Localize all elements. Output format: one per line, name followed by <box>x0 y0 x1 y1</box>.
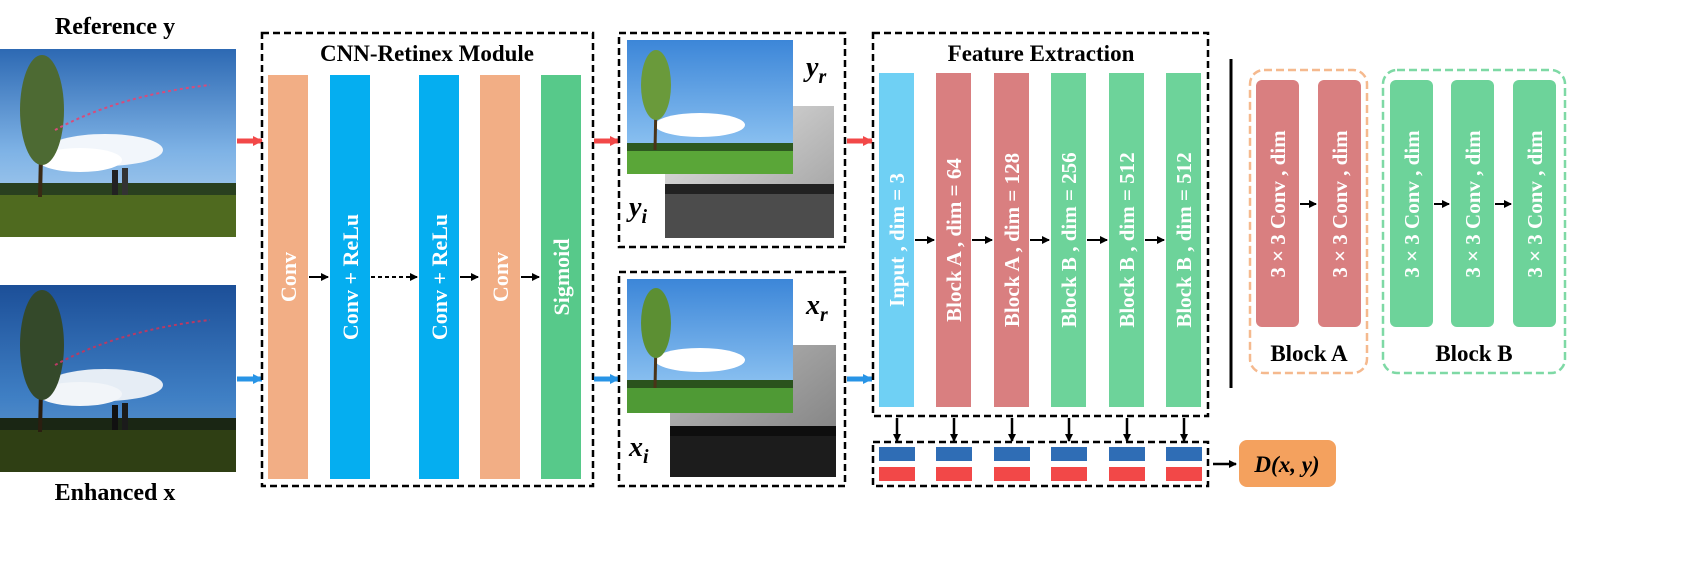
cnn-layer-1-label: Conv <box>276 252 301 302</box>
block-a-conv-2 <box>1318 80 1361 327</box>
cnn-layer-3 <box>419 75 459 479</box>
enhanced-photo <box>0 285 236 472</box>
x-illumination-sub: i <box>643 446 649 468</box>
fe-layer-5-label: Block B , dim = 512 <box>1115 152 1139 327</box>
feature-extraction-frame <box>871 31 1210 418</box>
reference-label: Reference y <box>55 14 175 40</box>
feature-extraction-title: Feature Extraction <box>948 41 1135 66</box>
y-reflectance-sub: r <box>818 66 826 88</box>
cnn-layer-4-label: Conv <box>488 252 513 302</box>
fe-layer-3-label: Block A , dim = 128 <box>1000 153 1024 327</box>
block-a-conv-2-label: 3 × 3 Conv , dim <box>1328 130 1352 278</box>
block-b-frame <box>1381 68 1567 375</box>
fe-layer-2 <box>936 73 971 407</box>
cnn-layer-4 <box>480 75 520 479</box>
x-illumination-symbol: x <box>628 432 643 463</box>
feature-bar-bottom-5 <box>1109 467 1145 481</box>
cnn-module-frame <box>260 31 595 488</box>
cnn-layers: Conv Conv + ReLu Conv + ReLu Conv Sigmoi… <box>268 75 581 479</box>
y-illumination-symbol: y <box>626 192 642 223</box>
feature-bars <box>879 447 1202 481</box>
block-b-conv-1-label: 3 × 3 Conv , dim <box>1400 130 1424 278</box>
block-a-conv-1-label: 3 × 3 Conv , dim <box>1266 130 1290 278</box>
y-reflectance-image <box>627 40 793 174</box>
fe-layer-3 <box>994 73 1029 407</box>
enhanced-label-text: Enhanced x <box>55 480 176 506</box>
fe-down-arrows <box>893 418 1188 442</box>
y-reflectance-symbol: y <box>803 52 819 83</box>
block-b-conv-2-label: 3 × 3 Conv , dim <box>1461 130 1485 278</box>
fe-layer-4-label: Block B , dim = 256 <box>1057 152 1081 327</box>
cnn-layer-1 <box>268 75 308 479</box>
cnn-module-title: CNN-Retinex Module <box>320 41 534 66</box>
block-b-conv-3 <box>1513 80 1556 327</box>
x-reflectance-sub: r <box>820 304 828 326</box>
fe-layers: Input , dim = 3 Block A , dim = 64 Block… <box>879 73 1201 407</box>
cnn-layer-5 <box>541 75 581 479</box>
feature-bar-top-3 <box>994 447 1030 461</box>
feature-bar-top-4 <box>1051 447 1087 461</box>
feature-bar-top-5 <box>1109 447 1145 461</box>
y-illumination-sub: i <box>641 206 647 228</box>
x-reflectance-symbol: x <box>805 290 820 321</box>
enhanced-label: Enhanced x <box>55 480 176 506</box>
feature-bar-top-6 <box>1166 447 1202 461</box>
block-b-label: Block B <box>1435 341 1512 366</box>
y-reflectance-label: yr <box>803 52 826 88</box>
block-b-conv-1 <box>1390 80 1433 327</box>
fe-layer-1-label: Input , dim = 3 <box>885 173 909 307</box>
feature-bar-bottom-4 <box>1051 467 1087 481</box>
feature-bar-top-1 <box>879 447 915 461</box>
reference-label-text: Reference y <box>55 14 175 40</box>
fe-layer-6 <box>1166 73 1201 407</box>
y-decomposition-frame <box>617 31 847 249</box>
cnn-layer-5-label: Sigmoid <box>549 238 574 315</box>
block-b-conv-2 <box>1451 80 1494 327</box>
x-reflectance-label: xr <box>805 290 828 326</box>
cnn-layer-2-label: Conv + ReLu <box>338 214 363 340</box>
feature-bar-top-2 <box>936 447 972 461</box>
feature-bar-bottom-1 <box>879 467 915 481</box>
x-illumination-label: xi <box>628 432 649 468</box>
fe-layer-1 <box>879 73 914 407</box>
feature-bar-bottom-2 <box>936 467 972 481</box>
block-b-conv-3-label: 3 × 3 Conv , dim <box>1523 130 1547 278</box>
cnn-layer-3-label: Conv + ReLu <box>427 214 452 340</box>
reference-photo <box>0 49 236 237</box>
fe-layer-5 <box>1109 73 1144 407</box>
y-illumination-label: yi <box>626 192 647 228</box>
feature-bar-bottom-6 <box>1166 467 1202 481</box>
feature-bar-bottom-3 <box>994 467 1030 481</box>
x-reflectance-image <box>627 279 793 413</box>
fe-layer-2-label: Block A , dim = 64 <box>942 158 966 322</box>
feature-bars-frame <box>871 440 1210 488</box>
block-a-conv-1 <box>1256 80 1299 327</box>
distance-label: D(x, y) <box>1253 452 1319 477</box>
fe-layer-4 <box>1051 73 1086 407</box>
distance-box <box>1239 440 1336 487</box>
cnn-layer-2 <box>330 75 370 479</box>
fe-layer-6-label: Block B , dim = 512 <box>1172 152 1196 327</box>
block-a-label: Block A <box>1270 341 1348 366</box>
x-decomposition-frame <box>617 270 847 488</box>
